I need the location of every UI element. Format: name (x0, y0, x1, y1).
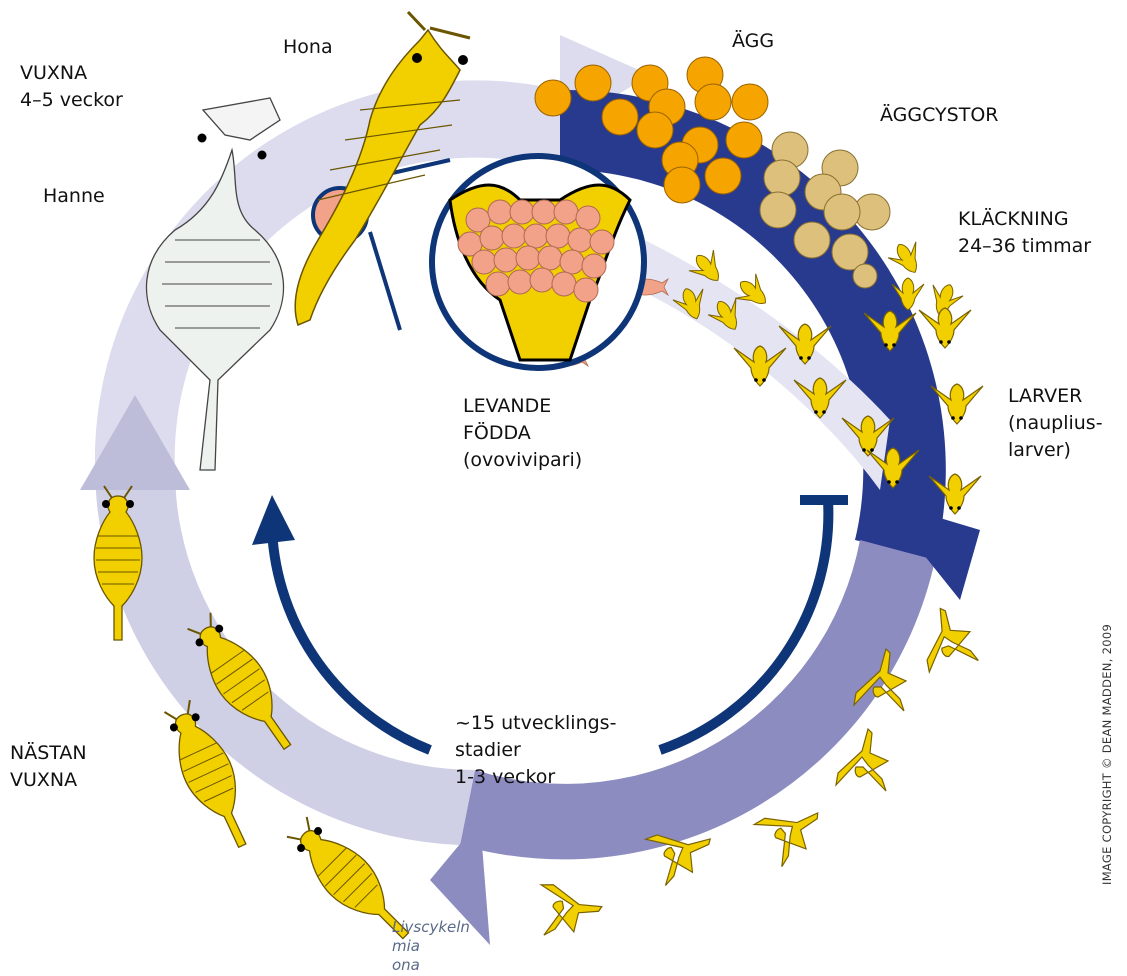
label-stages: ~15 utvecklings- stadier 1-3 veckor (455, 710, 616, 791)
label-stages-line2: stadier (455, 737, 616, 764)
label-egg-cysts: ÄGGCYSTOR (880, 102, 998, 129)
caption-fragment: Livscykeln mia ona (392, 918, 470, 975)
label-larvae-sub1: (nauplius- (1008, 410, 1103, 437)
label-larvae-sub2: larver) (1008, 437, 1103, 464)
label-larvae: LARVER (nauplius- larver) (1008, 383, 1103, 464)
label-stages-line1: ~15 utvecklings- (455, 710, 616, 737)
label-male: Hanne (43, 183, 105, 210)
copyright-notice: IMAGE COPYRIGHT © DEAN MADDEN, 2009 (1100, 624, 1114, 885)
label-hatching: KLÄCKNING 24–36 timmar (958, 206, 1091, 260)
label-adults-title: VUXNA (20, 60, 123, 87)
label-adults: VUXNA 4–5 veckor (20, 60, 123, 114)
label-larvae-title: LARVER (1008, 383, 1103, 410)
label-adults-duration: 4–5 veckor (20, 87, 123, 114)
label-stages-line3: 1-3 veckor (455, 764, 616, 791)
label-live-born: LEVANDE FÖDDA (ovovivipari) (463, 393, 582, 474)
caption-line-2: mia (392, 937, 470, 956)
label-hatching-title: KLÄCKNING (958, 206, 1091, 233)
caption-line-1: Livscykeln (392, 918, 470, 937)
label-almost-adults-line2: VUXNA (10, 767, 87, 794)
caption-line-3: ona (392, 956, 470, 975)
brood-pouch-magnified (370, 156, 644, 368)
label-live-born-line3: (ovovivipari) (463, 447, 582, 474)
label-eggs: ÄGG (732, 28, 774, 55)
label-almost-adults: NÄSTAN VUXNA (10, 740, 87, 794)
label-live-born-line2: FÖDDA (463, 420, 582, 447)
label-hatching-duration: 24–36 timmar (958, 233, 1091, 260)
label-female: Hona (283, 34, 333, 61)
label-live-born-line1: LEVANDE (463, 393, 582, 420)
label-almost-adults-line1: NÄSTAN (10, 740, 87, 767)
